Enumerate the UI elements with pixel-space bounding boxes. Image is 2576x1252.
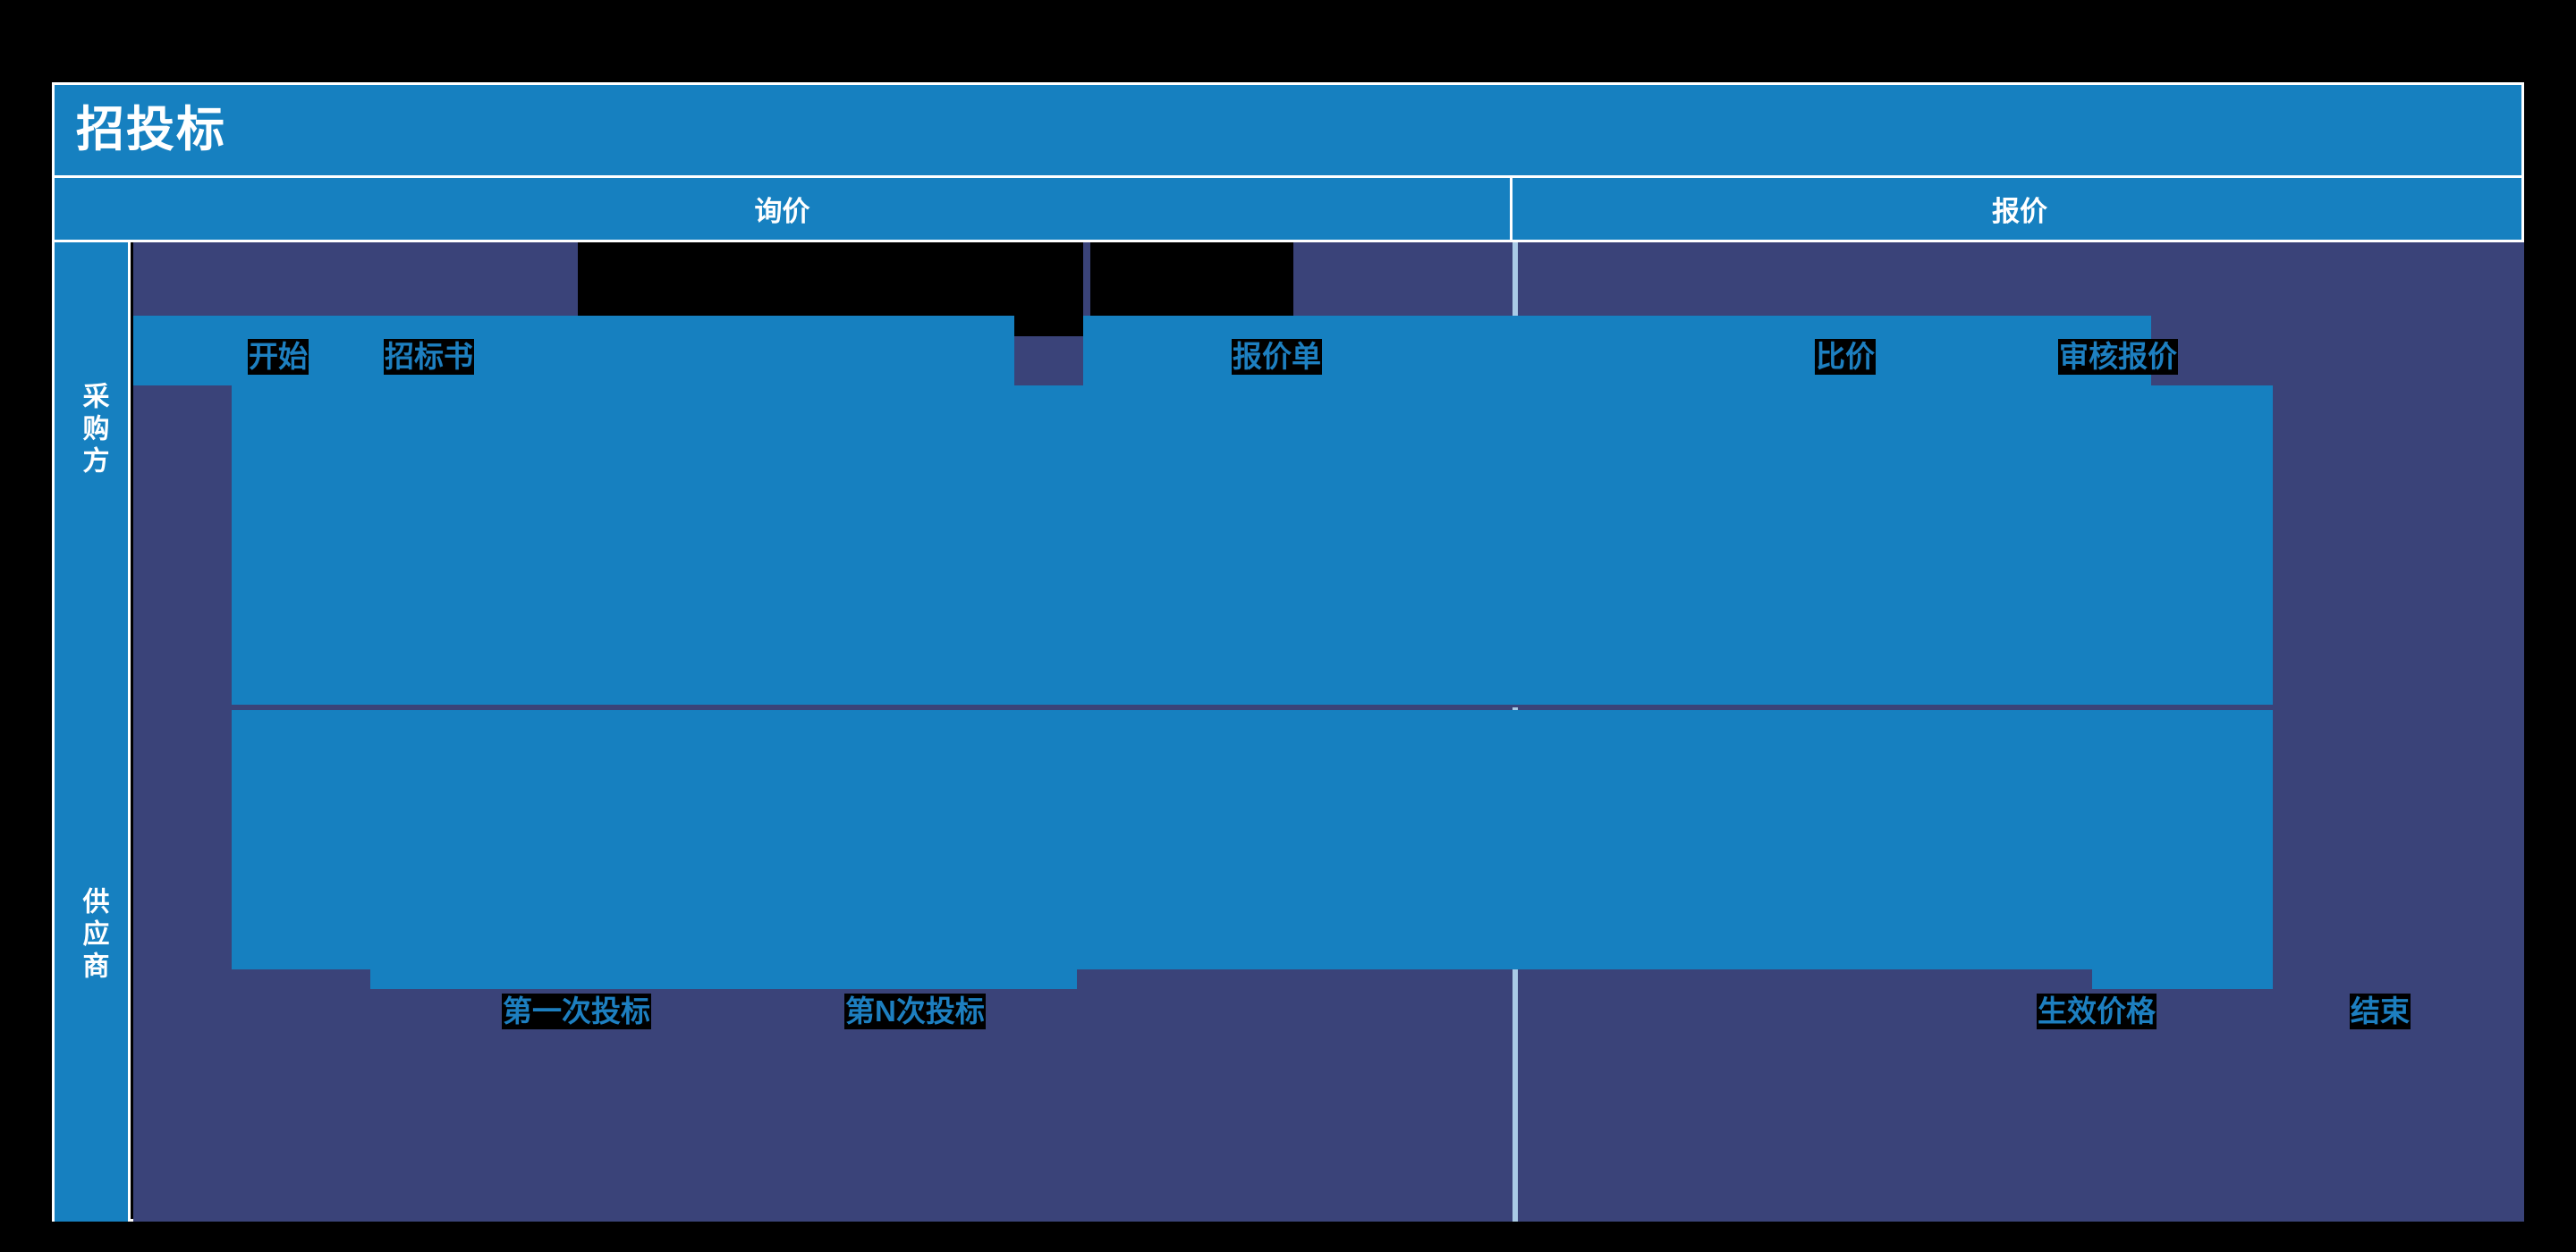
node-label-quote[interactable]: 报价单 bbox=[1232, 339, 1322, 375]
node-label-bid-first[interactable]: 第一次投标 bbox=[502, 994, 651, 1029]
diagram-title: 招投标 bbox=[76, 103, 226, 156]
supplier-process-block[interactable] bbox=[232, 710, 2273, 969]
phase-header-row: 询价 报价 bbox=[55, 178, 2521, 242]
node-label-start[interactable]: 开始 bbox=[248, 339, 309, 375]
diagram-title-bar: 招投标 bbox=[55, 85, 2521, 178]
lane-label-buyer: 采购方 bbox=[78, 382, 108, 478]
node-label-compare[interactable]: 比价 bbox=[1815, 339, 1876, 375]
lane-label-supplier: 供应商 bbox=[78, 887, 108, 984]
swimlane-chart-frame: 招投标 询价 报价 采购方 供应商 开始 招标书 bbox=[52, 82, 2524, 1222]
phase-header-inquiry: 询价 bbox=[55, 178, 1513, 240]
node-label-end[interactable]: 结束 bbox=[2350, 994, 2411, 1029]
node-label-tender[interactable]: 招标书 bbox=[384, 339, 474, 375]
lane-body: 开始 招标书 报价单 比价 审核报价 第一次投标 第N次投标 生效价格 结束 bbox=[133, 242, 2524, 1222]
end-connector bbox=[2092, 969, 2273, 989]
buyer-process-block[interactable] bbox=[232, 385, 2273, 707]
node-label-effective-price[interactable]: 生效价格 bbox=[2037, 994, 2157, 1029]
supplier-bid-connector bbox=[370, 969, 1077, 989]
node-label-review[interactable]: 审核报价 bbox=[2058, 339, 2178, 375]
lane-label-column: 采购方 供应商 bbox=[55, 242, 131, 1222]
node-label-bid-nth[interactable]: 第N次投标 bbox=[844, 994, 986, 1029]
phase-header-quotation: 报价 bbox=[1992, 196, 2047, 227]
